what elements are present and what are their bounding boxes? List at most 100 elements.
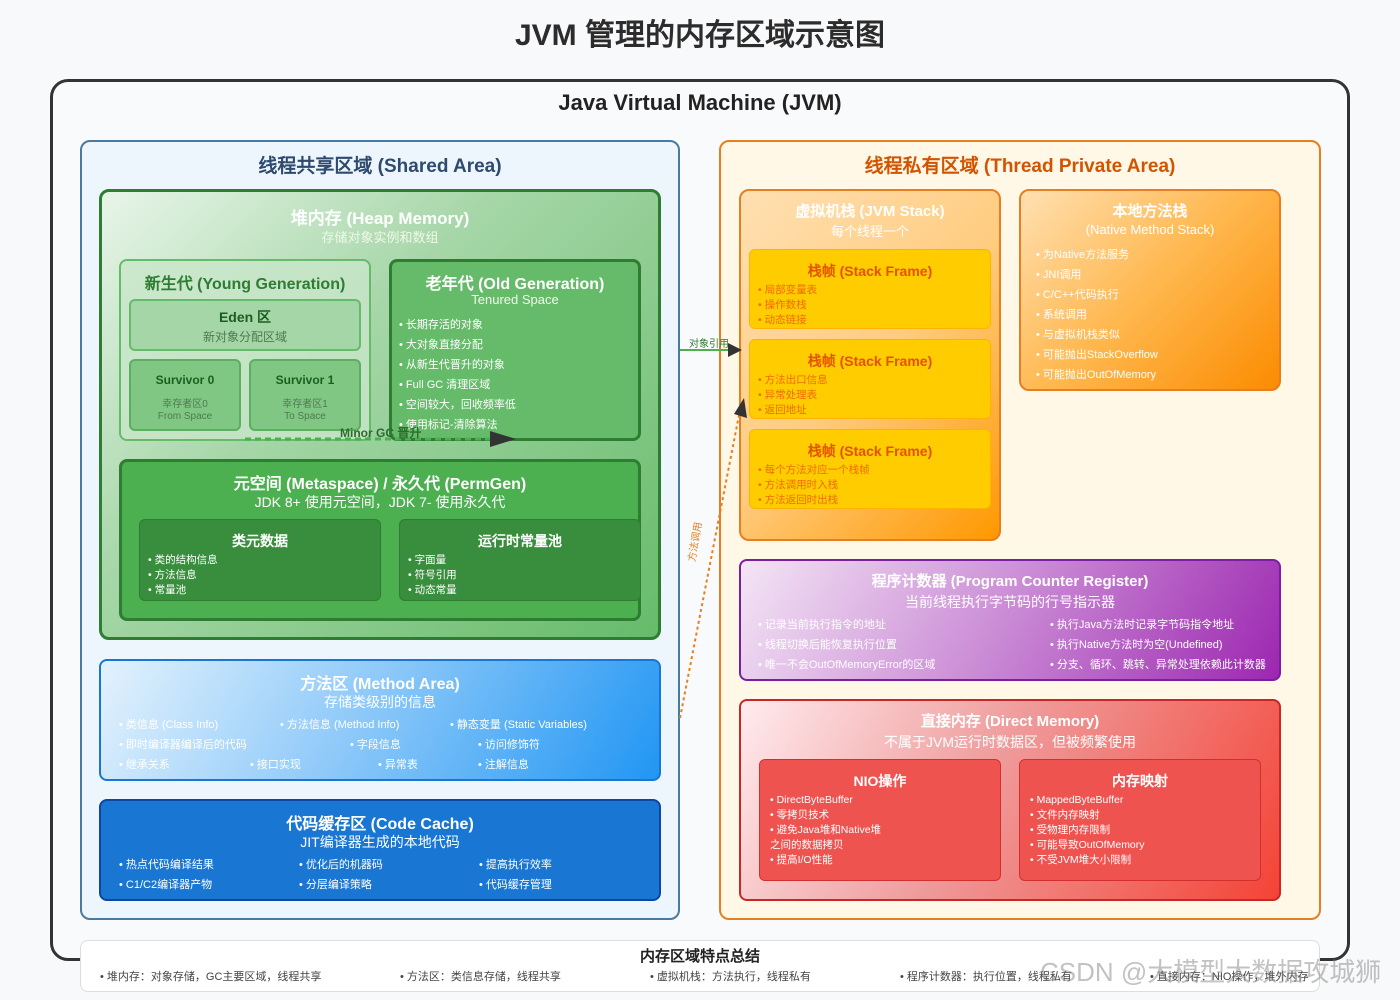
- code-cache-subtitle: JIT编译器生成的本地代码: [300, 834, 460, 850]
- list-item: 类信息 (Class Info): [119, 715, 218, 735]
- list-item: 字面量: [408, 553, 457, 568]
- program-counter-list-right: 执行Java方法时记录字节码指令地址 执行Native方法时为空(Undefin…: [1050, 615, 1266, 675]
- summary-item: 方法区：类信息存储，线程共享: [400, 968, 561, 984]
- survivor-0-line2: From Space: [157, 411, 213, 422]
- list-item: 常量池: [148, 583, 218, 598]
- summary-item: 直接内存：NIO操作，堆外内存: [1150, 968, 1309, 984]
- list-item: C/C++代码执行: [1036, 285, 1158, 305]
- survivor-1: [249, 359, 361, 431]
- list-item: 可能抛出OutOfMemory: [1036, 365, 1158, 385]
- jvm-title: Java Virtual Machine (JVM): [558, 90, 842, 115]
- old-generation-title: 老年代 (Old Generation): [425, 276, 605, 293]
- list-item: 唯一不会OutOfMemoryError的区域: [758, 655, 936, 675]
- native-method-stack-list: 为Native方法服务 JNI调用 C/C++代码执行 系统调用 与虚拟机栈类似…: [1036, 245, 1158, 385]
- list-item: 方法信息: [148, 568, 218, 583]
- list-item: 为Native方法服务: [1036, 245, 1158, 265]
- list-item: 可能抛出StackOverflow: [1036, 345, 1158, 365]
- list-item: 线程切换后能恢复执行位置: [758, 635, 935, 655]
- memory-mapping-title: 内存映射: [1112, 773, 1168, 789]
- survivor-1-title: Survivor 1: [275, 373, 335, 387]
- code-cache-title: 代码缓存区 (Code Cache): [286, 816, 474, 833]
- method-area-title: 方法区 (Method Area): [300, 676, 460, 693]
- direct-memory-subtitle: 不属于JVM运行时数据区，但被频繁使用: [884, 734, 1136, 750]
- program-counter-title: 程序计数器 (Program Counter Register): [871, 573, 1149, 590]
- shared-area-title: 线程共享区域 (Shared Area): [258, 156, 502, 177]
- program-counter-list-left: 记录当前执行指令的地址 线程切换后能恢复执行位置 唯一不会OutOfMemory…: [758, 615, 936, 675]
- list-item: 分层编译策略: [299, 875, 372, 895]
- list-item: 文件内存映射: [1030, 808, 1145, 823]
- list-item: 静态变量 (Static Variables): [450, 715, 587, 735]
- minor-gc-label: Minor GC 晋升: [340, 426, 422, 440]
- list-item: 受物理内存限制: [1030, 823, 1145, 838]
- summary-item: 程序计数器：执行位置，线程私有: [900, 968, 1072, 984]
- list-item: JNI调用: [1036, 265, 1158, 285]
- native-method-stack-subtitle: (Native Method Stack): [1085, 222, 1215, 237]
- list-item: 操作数栈: [758, 298, 817, 313]
- summary-item: 虚拟机栈：方法执行，线程私有: [650, 968, 811, 984]
- list-item: • 避免Java堆和Native堆: [770, 824, 882, 836]
- class-metadata-list: 类的结构信息 方法信息 常量池: [148, 553, 218, 598]
- list-item: 动态链接: [758, 313, 817, 328]
- eden-subtitle: 新对象分配区域: [202, 330, 287, 344]
- list-item: 接口实现: [250, 755, 301, 775]
- list-item: • 零拷贝技术: [770, 809, 830, 821]
- list-item: 系统调用: [1036, 305, 1158, 325]
- list-item: 分支、循环、跳转、异常处理依赖此计数器: [1050, 655, 1266, 675]
- direct-memory-title: 直接内存 (Direct Memory): [920, 713, 1100, 730]
- survivor-1-line2: To Space: [284, 411, 326, 422]
- list-item: 方法调用时入栈: [758, 478, 870, 493]
- list-item: 异常表: [378, 755, 418, 775]
- list-item: 方法信息 (Method Info): [280, 715, 399, 735]
- survivor-0-line1: 幸存者区0: [162, 399, 208, 410]
- method-area-subtitle: 存储类级别的信息: [324, 694, 436, 710]
- metaspace-subtitle: JDK 8+ 使用元空间，JDK 7- 使用永久代: [254, 494, 506, 510]
- list-item: 异常处理表: [758, 388, 828, 403]
- list-item: 返回地址: [758, 403, 828, 418]
- eden-title: Eden 区: [218, 309, 272, 325]
- list-item: 可能导致OutOfMemory: [1030, 838, 1145, 853]
- native-method-stack-title: 本地方法栈: [1112, 203, 1188, 220]
- list-item: 与虚拟机栈类似: [1036, 325, 1158, 345]
- summary-title: 内存区域特点总结: [639, 948, 760, 965]
- stack-frame-title: 栈帧 (Stack Frame): [807, 443, 933, 459]
- list-item: 继承关系: [119, 755, 170, 775]
- list-item: 记录当前执行指令的地址: [758, 615, 935, 635]
- survivor-0-title: Survivor 0: [155, 373, 215, 387]
- list-item: 代码缓存管理: [479, 875, 552, 895]
- list-item: 每个方法对应一个栈帧: [758, 463, 870, 478]
- stack-frame-title: 栈帧 (Stack Frame): [807, 353, 933, 369]
- program-counter-subtitle: 当前线程执行字节码的行号指示器: [905, 594, 1115, 610]
- survivor-0: [129, 359, 241, 431]
- stack-frame-list: 局部变量表 操作数栈 动态链接: [758, 283, 818, 328]
- stack-frame-title: 栈帧 (Stack Frame): [807, 263, 933, 279]
- connector-arrows: [679, 343, 747, 719]
- list-item: • 提高I/O性能: [770, 854, 833, 866]
- list-item: 字段信息: [350, 735, 401, 755]
- heap-subtitle: 存储对象实例和数组: [321, 230, 439, 245]
- old-generation-subtitle: Tenured Space: [471, 292, 559, 307]
- list-item: 方法出口信息: [758, 373, 828, 388]
- list-item: 热点代码编译结果: [119, 855, 214, 875]
- list-item: 大对象直接分配: [399, 335, 629, 355]
- list-item: 方法返回时出栈: [758, 493, 870, 508]
- list-item: 动态常量: [408, 583, 457, 598]
- nio-operations-box: [759, 759, 1001, 881]
- thread-private-area-title: 线程私有区域 (Thread Private Area): [864, 156, 1176, 177]
- nio-operations-title: NIO操作: [853, 773, 907, 789]
- object-reference-arrowhead: [728, 343, 742, 357]
- metaspace-title: 元空间 (Metaspace) / 永久代 (PermGen): [233, 476, 527, 493]
- runtime-constant-pool-list: 字面量 符号引用 动态常量: [408, 553, 457, 598]
- summary-item: 堆内存：对象存储，GC主要区域，线程共享: [100, 968, 322, 984]
- list-item: MappedByteBuffer: [1030, 793, 1145, 808]
- young-generation-title: 新生代 (Young Generation): [144, 276, 346, 293]
- list-item: C1/C2编译器产物: [119, 875, 212, 895]
- list-item: 从新生代晋升的对象: [399, 355, 629, 375]
- list-item: 长期存活的对象: [399, 315, 629, 335]
- memory-mapping-list: MappedByteBuffer 文件内存映射 受物理内存限制 可能导致OutO…: [1030, 793, 1145, 868]
- survivor-1-line1: 幸存者区1: [282, 399, 328, 410]
- list-item: • DirectByteBuffer: [770, 794, 853, 806]
- list-item: 注解信息: [478, 755, 529, 775]
- list-item: 即时编译器编译后的代码: [119, 735, 247, 755]
- list-item: 访问修饰符: [478, 735, 540, 755]
- nio-operations-list: • DirectByteBuffer • 零拷贝技术 • 避免Java堆和Nat…: [770, 793, 881, 868]
